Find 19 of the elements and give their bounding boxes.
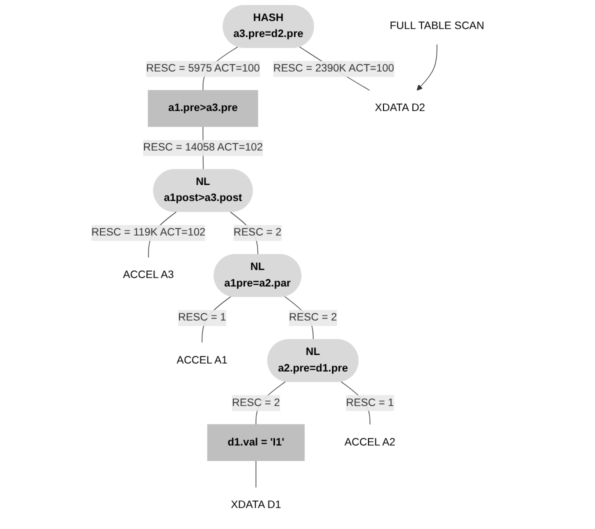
edge-label: RESC = 2390K ACT=100 [272, 62, 394, 74]
arrow [416, 44, 437, 91]
edge-label: RESC = 2 [232, 397, 280, 408]
edge-label: RESC = 5975 ACT=100 [146, 62, 260, 74]
node-text: ACCEL A3 [122, 270, 174, 281]
edge-label: RESC = 2 [233, 226, 282, 238]
node-box: d1.val = 'I1' [206, 424, 304, 462]
connector [255, 460, 256, 488]
edge-label: RESC = 119K ACT=102 [91, 226, 206, 238]
edge-label: RESC = 2 [288, 312, 337, 324]
edge-label: RESC = 1 [178, 312, 226, 324]
node-text: FULL TABLE SCAN [389, 20, 484, 32]
node-text: ACCEL A1 [176, 354, 228, 366]
node-text: ACCEL A2 [344, 436, 396, 448]
node-text: XDATA D1 [230, 500, 281, 511]
node-text: XDATA D2 [374, 102, 425, 114]
edge-label: RESC = 1 [346, 397, 394, 408]
edge-label: RESC = 14058 ACT=102 [142, 142, 262, 154]
node-box: a1.pre>a3.pre [148, 90, 258, 127]
